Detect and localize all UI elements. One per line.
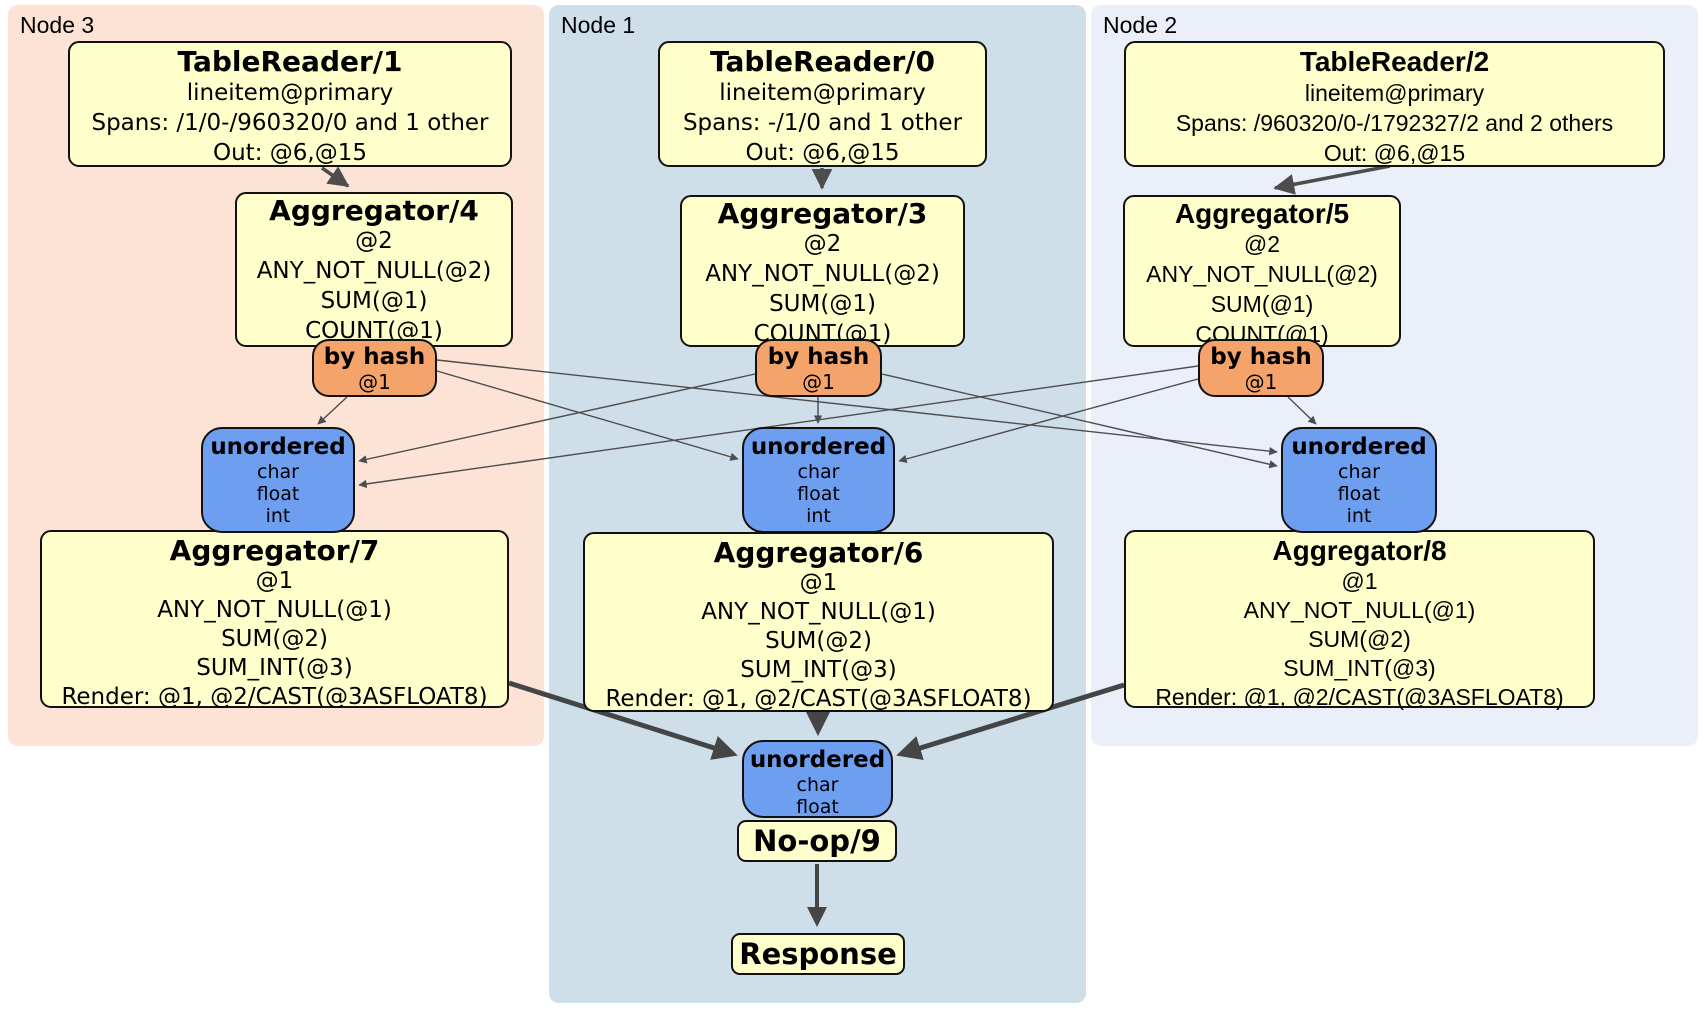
box-title: TableReader/2 — [1299, 46, 1490, 77]
router-title: by hash — [1210, 344, 1312, 370]
box-line: Out: @6,@15 — [213, 140, 367, 166]
box-line: SUM_INT(@3) — [196, 655, 353, 681]
tablereader-arrows — [321, 164, 1391, 195]
tablereader-0-box: TableReader/0 lineitem@primary Spans: -/… — [658, 41, 987, 167]
box-title: Aggregator/6 — [713, 536, 924, 569]
box-line: SUM_INT(@3) — [1283, 655, 1436, 681]
sync-title: unordered — [749, 747, 886, 773]
aggregator-5-box: Aggregator/5 @2 ANY_NOT_NULL(@2) SUM(@1)… — [1123, 195, 1401, 347]
box-line: Out: @6,@15 — [745, 140, 900, 166]
sync-line: float — [256, 483, 300, 505]
box-line: SUM(@2) — [221, 626, 328, 652]
box-title: TableReader/0 — [709, 45, 935, 78]
router-title: by hash — [323, 344, 426, 370]
router-key: @1 — [1244, 370, 1278, 394]
router-key: @1 — [358, 370, 391, 394]
aggregator-6-box: Aggregator/6 @1 ANY_NOT_NULL(@1) SUM(@2)… — [583, 532, 1054, 712]
box-line: SUM(@1) — [1210, 291, 1314, 317]
router-sync-mesh-edges — [317, 359, 1317, 489]
box-line: SUM(@2) — [1308, 626, 1411, 652]
box-line: @2 — [1243, 231, 1281, 257]
box-line: lineitem@primary — [1304, 80, 1485, 106]
box-line: lineitem@primary — [719, 80, 926, 106]
unordered-sync-node-1: unordered char float int — [742, 427, 895, 533]
sync-line: char — [257, 461, 299, 483]
box-line: @1 — [1341, 568, 1378, 594]
box-title: Response — [739, 937, 897, 971]
hash-router-node-2: by hash @1 — [1198, 339, 1324, 397]
sync-title: unordered — [210, 434, 346, 460]
sync-line: char — [797, 461, 840, 483]
sync-title: unordered — [1291, 434, 1427, 460]
box-line: Spans: /1/0-/960320/0 and 1 other — [91, 110, 489, 136]
noop-9-box: No-op/9 — [737, 820, 897, 862]
box-line: ANY_NOT_NULL(@1) — [701, 599, 936, 625]
unordered-sync-node-3: unordered char float int — [201, 427, 355, 533]
box-line: ANY_NOT_NULL(@2) — [1146, 261, 1378, 287]
sync-line: char — [796, 774, 839, 796]
box-line: ANY_NOT_NULL(@1) — [1243, 597, 1476, 623]
box-line: Spans: -/1/0 and 1 other — [682, 110, 963, 136]
box-line: SUM(@1) — [769, 291, 876, 317]
box-line: @1 — [799, 570, 838, 596]
box-line: ANY_NOT_NULL(@2) — [256, 258, 492, 284]
box-line: @1 — [255, 568, 294, 594]
aggregator-8-box: Aggregator/8 @1 ANY_NOT_NULL(@1) SUM(@2)… — [1124, 530, 1595, 710]
box-title: No-op/9 — [753, 824, 881, 858]
box-line: SUM_INT(@3) — [740, 657, 897, 683]
box-line: @2 — [803, 231, 842, 257]
hash-router-node-1: by hash @1 — [755, 339, 882, 397]
tablereader-2-box: TableReader/2 lineitem@primary Spans: /9… — [1124, 41, 1665, 167]
panel-node-1-label: Node 1 — [561, 12, 636, 38]
unordered-sync-node-2: unordered char float int — [1281, 427, 1437, 533]
router-title: by hash — [767, 344, 870, 370]
box-line: lineitem@primary — [186, 80, 394, 106]
box-line: Spans: /960320/0-/1792327/2 and 2 others — [1175, 110, 1614, 136]
box-line: @2 — [355, 228, 393, 254]
unordered-sync-final: unordered char float — [742, 740, 893, 818]
router-key: @1 — [802, 370, 835, 394]
sync-line: float — [796, 796, 839, 818]
box-line: ANY_NOT_NULL(@1) — [157, 597, 392, 623]
box-title: Aggregator/4 — [269, 194, 479, 227]
box-title: Aggregator/3 — [717, 197, 928, 230]
aggregator-7-box: Aggregator/7 @1 ANY_NOT_NULL(@1) SUM(@2)… — [40, 530, 509, 710]
sync-title: unordered — [750, 434, 887, 460]
panel-node-2-label: Node 2 — [1103, 12, 1178, 38]
box-line: Render: @1, @2/CAST(@3ASFLOAT8) — [61, 684, 488, 710]
box-line: SUM(@1) — [320, 288, 428, 314]
sync-line: float — [1337, 483, 1381, 505]
box-title: Aggregator/7 — [169, 534, 380, 567]
sync-line: int — [265, 505, 291, 527]
sync-line: int — [1346, 505, 1372, 527]
box-title: TableReader/1 — [177, 45, 403, 78]
box-title: Aggregator/5 — [1174, 198, 1350, 229]
box-line: Out: @6,@15 — [1323, 140, 1466, 166]
aggregator-merge-arrows — [508, 680, 1125, 761]
aggregator-4-box: Aggregator/4 @2 ANY_NOT_NULL(@2) SUM(@1)… — [235, 192, 513, 347]
sync-line: char — [1338, 461, 1380, 483]
box-line: Render: @1, @2/CAST(@3ASFLOAT8) — [1155, 684, 1564, 710]
aggregator-3-box: Aggregator/3 @2 ANY_NOT_NULL(@2) SUM(@1)… — [680, 195, 965, 347]
hash-router-node-3: by hash @1 — [312, 339, 437, 397]
panel-node-3-label: Node 3 — [20, 12, 95, 38]
box-line: SUM(@2) — [765, 628, 872, 654]
box-line: ANY_NOT_NULL(@2) — [705, 261, 940, 287]
response-box: Response — [731, 933, 905, 975]
tablereader-1-box: TableReader/1 lineitem@primary Spans: /1… — [68, 41, 512, 167]
box-title: Aggregator/8 — [1272, 535, 1447, 566]
sync-line: int — [806, 505, 831, 527]
sync-line: float — [797, 483, 840, 505]
box-line: Render: @1, @2/CAST(@3ASFLOAT8) — [605, 686, 1032, 712]
